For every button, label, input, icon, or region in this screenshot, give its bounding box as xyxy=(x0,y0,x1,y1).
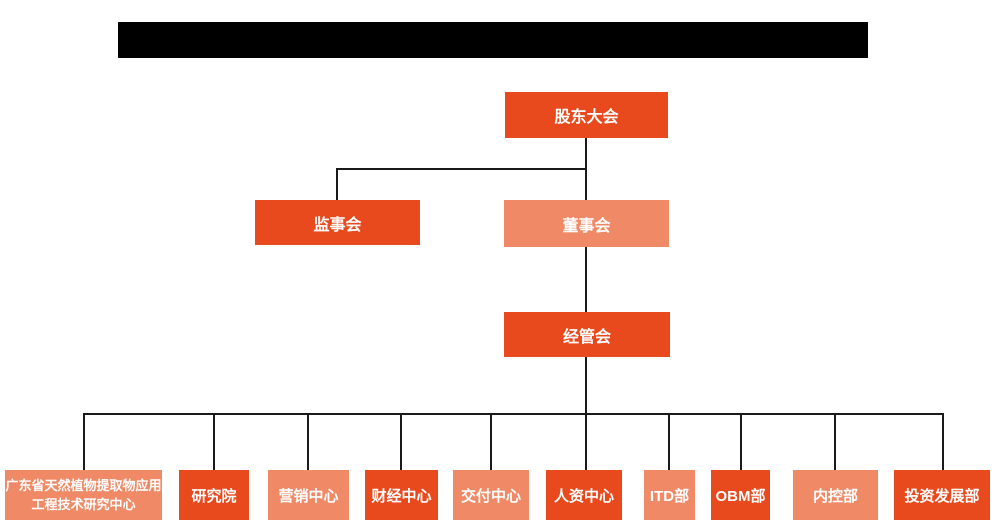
connector-line xyxy=(83,413,85,470)
node-supervisory-board: 监事会 xyxy=(255,200,420,245)
redacted-title-bar xyxy=(118,22,868,58)
connector-line xyxy=(834,413,836,470)
node-dept-research-institute: 研究院 xyxy=(179,470,249,520)
connector-line xyxy=(585,357,587,415)
node-dept-finance-center: 财经中心 xyxy=(365,470,438,520)
node-shareholders-meeting: 股东大会 xyxy=(505,92,668,138)
node-dept-itd: ITD部 xyxy=(644,470,695,520)
connector-line xyxy=(83,413,944,415)
connector-line xyxy=(400,413,402,470)
node-dept-obm: OBM部 xyxy=(711,470,770,520)
connector-line xyxy=(490,413,492,470)
connector-line xyxy=(942,413,944,470)
node-dept-investment-development: 投资发展部 xyxy=(894,470,990,520)
node-dept-delivery-center: 交付中心 xyxy=(453,470,529,520)
node-management-committee: 经管会 xyxy=(504,312,670,357)
node-dept-internal-control: 内控部 xyxy=(793,470,878,520)
node-dept-marketing-center: 营销中心 xyxy=(268,470,349,520)
connector-line xyxy=(336,168,338,200)
connector-line xyxy=(307,413,309,470)
connector-line xyxy=(668,413,670,470)
node-dept-research-center: 广东省天然植物提取物应用工程技术研究中心 xyxy=(5,470,162,520)
node-board-of-directors: 董事会 xyxy=(504,200,669,247)
connector-line xyxy=(336,168,587,170)
node-dept-hr-center: 人资中心 xyxy=(546,470,622,520)
connector-line xyxy=(740,413,742,470)
connector-line xyxy=(213,413,215,470)
connector-line xyxy=(585,413,587,470)
connector-line xyxy=(585,247,587,312)
